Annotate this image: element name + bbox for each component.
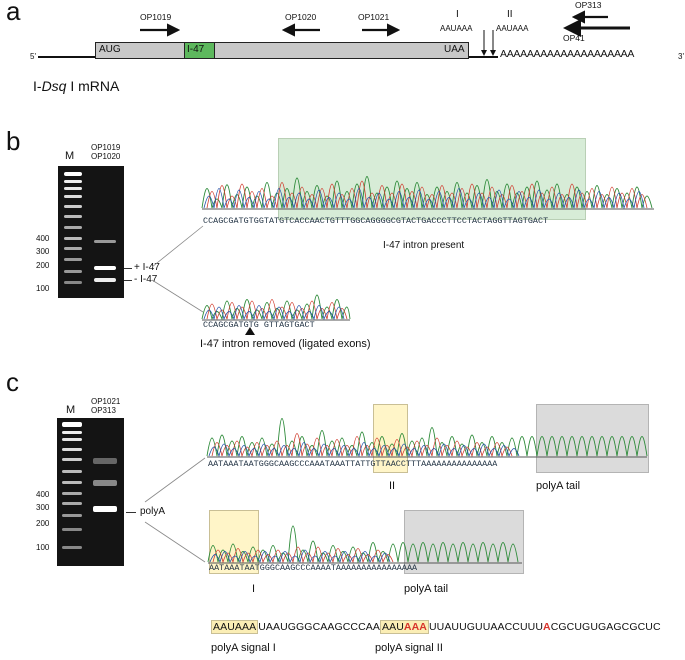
band-polya-label: polyA (140, 506, 166, 517)
junction-marker (245, 327, 255, 335)
ladder-b-400: 400 (36, 234, 50, 243)
panel-letter-b: b (6, 126, 21, 156)
primer-op1019: OP1019 (140, 12, 172, 22)
polya-tail-highlight-top (536, 404, 649, 473)
ladder-c-300: 300 (36, 503, 50, 512)
caption-c-top-tail: polyA tail (536, 480, 581, 492)
panel-letter-c: c (6, 367, 19, 397)
band-minus-label: - I-47 (134, 274, 158, 285)
primer-op1021: OP1021 (358, 12, 390, 22)
lane-m-c: M (66, 404, 76, 416)
primer-label-b2: OP1020 (91, 152, 121, 161)
primer-op1020: OP1020 (285, 12, 317, 22)
primer-label-c2: OP313 (91, 406, 116, 415)
intron-box (184, 42, 215, 59)
primer-op313: OP313 (575, 0, 602, 10)
caption-c-bottom-tail: polyA tail (404, 583, 449, 595)
ladder-b-100: 100 (36, 284, 50, 293)
intron-label: I-47 (187, 44, 205, 55)
chromatogram-c-bottom (207, 525, 522, 564)
five-prime-label: 5' (30, 52, 36, 61)
caption-c-top-ii: II (389, 480, 396, 492)
ladder-b-300: 300 (36, 247, 50, 256)
signal-ii-highlight (373, 404, 408, 473)
chromatogram-c-top (206, 418, 648, 458)
polya-tail-a: AAAAAAAAAAAAAAAAAAAA (500, 48, 635, 60)
ladder-c-400: 400 (36, 490, 50, 499)
sequence-c-top: AATAAATAATGGGCAAGCCCAAATAAATTATTGTTAACCT… (208, 459, 498, 469)
ladder-c-100: 100 (36, 543, 50, 552)
primer-label-b1: OP1019 (91, 143, 121, 152)
polya-signal-ii-label: polyA signal II (375, 642, 443, 654)
site-i-label: I (456, 9, 459, 20)
primer-label-c1: OP1021 (91, 397, 121, 406)
sequence-b-bottom: CCAGCGATGTG GTTAGTGACT (203, 320, 315, 330)
sequence-b-top: CCAGCGATGTGGTATGTCACCAACTGTTTGGCAGGGGCGT… (203, 216, 549, 226)
polya-signal-i-label: polyA signal I (211, 642, 276, 654)
uaa-label: UAA (444, 44, 465, 55)
gel-c (57, 418, 124, 566)
polya-signal-i-seq: AAUAAA (211, 620, 259, 634)
chromatogram-b-bottom (201, 294, 351, 321)
three-prime-label: 3' (678, 52, 684, 61)
caption-b-bottom: I-47 intron removed (ligated exons) (200, 338, 371, 350)
ladder-c-200: 200 (36, 519, 50, 528)
lane-m-b: M (65, 150, 75, 162)
aug-label: AUG (99, 44, 121, 55)
signal-i-label: AAUAAA (440, 24, 473, 33)
panel-letter-a: a (6, 0, 21, 26)
caption-b-top: I-47 intron present (383, 240, 465, 251)
mrna-title: I-Dsq I mRNA (33, 78, 120, 94)
ladder-b-200: 200 (36, 261, 50, 270)
caption-c-bottom-i: I (252, 583, 256, 595)
band-plus-label: + I-47 (134, 262, 160, 273)
sequence-c-bottom: AATAAATAATGGGCAAGCCCAAAATAAAAAAAAAAAAAAA… (209, 563, 418, 573)
site-ii-label: II (507, 9, 513, 20)
chromatogram-b-top (201, 176, 654, 210)
signal-ii-label: AAUAAA (496, 24, 529, 33)
gel-b (58, 166, 124, 298)
primer-arrows (140, 10, 630, 56)
primer-op41: OP41 (563, 33, 585, 43)
polya-signal-ii-seq: AAUAAA (380, 620, 429, 634)
